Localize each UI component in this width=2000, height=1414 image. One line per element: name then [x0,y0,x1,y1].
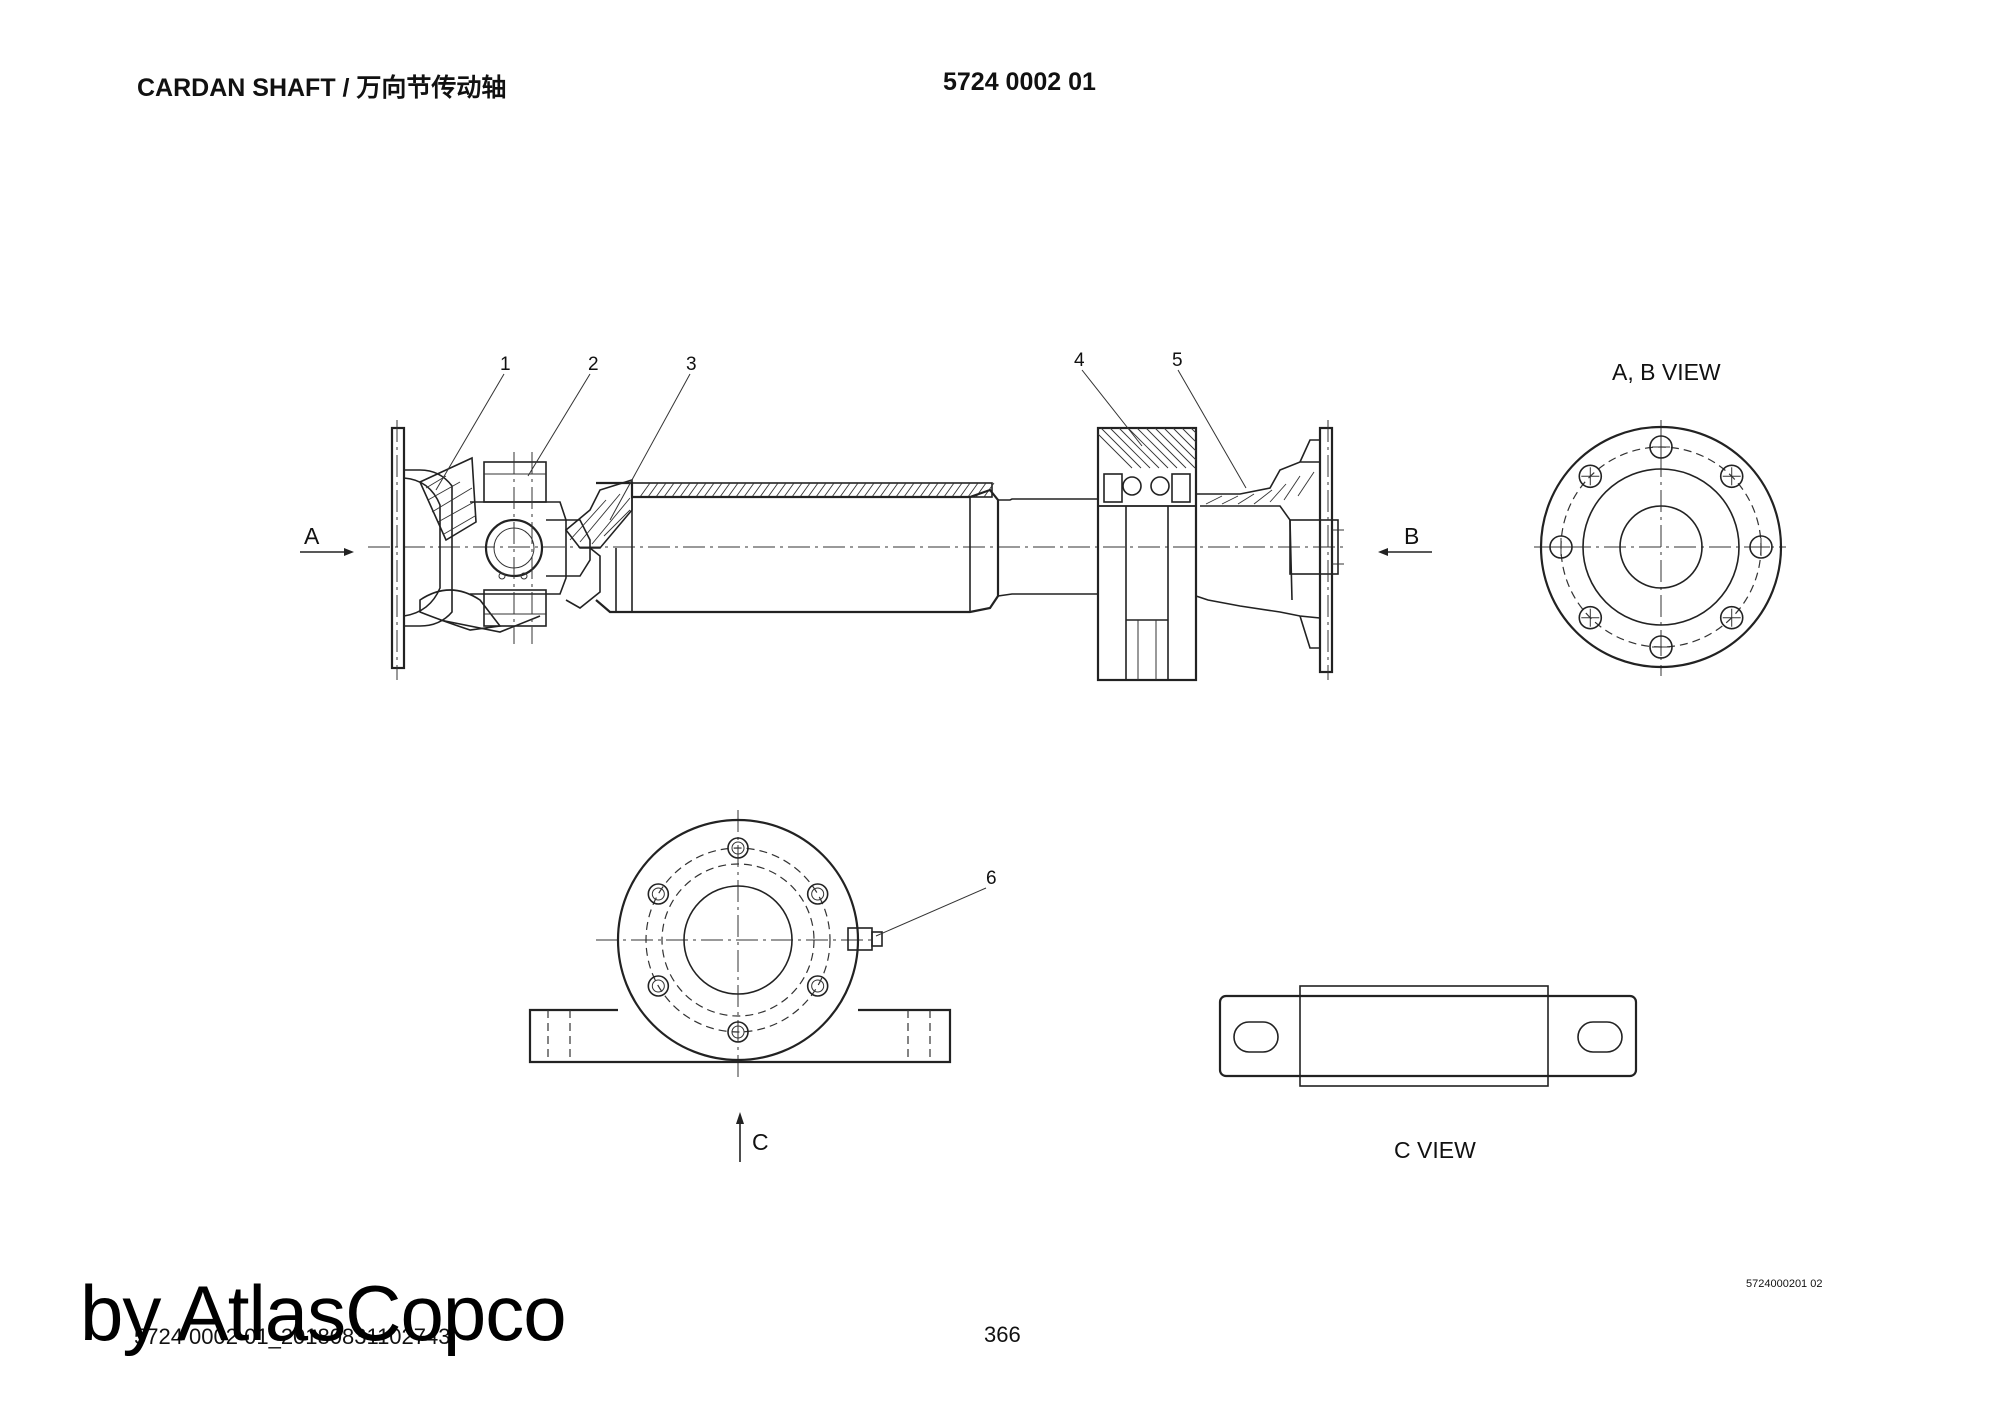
arrow-b [1378,548,1432,556]
footer-file-name: 5724 0002 01_20180831102743 [134,1324,451,1349]
arrow-a [300,548,354,556]
callouts-main: 1 2 3 4 5 [435,350,1247,521]
callout-3: 3 [686,354,697,375]
drawing-title: CARDAN SHAFT / 万向节传动轴 [137,74,507,102]
center-bearing-housing-part-4 [1096,426,1198,682]
part-number: 5724 0002 01 [943,68,1096,96]
shaft-side-view: A B [300,420,1432,682]
main-tube [595,481,1000,614]
grease-nipple-part-6 [847,927,873,951]
watermark: by AtlasCopco [80,1269,567,1357]
flange-nut [1289,519,1339,575]
yoke-left-part-1 [418,456,477,542]
ab-view-flange [1534,420,1786,676]
c-view-base [1218,985,1638,1087]
arrow-b-label: B [1404,523,1419,549]
callout-2: 2 [588,354,599,375]
ab-view-label: A, B VIEW [1612,359,1721,385]
document-reference: 5724000201 02 [1746,1278,1823,1290]
right-flange [1318,426,1334,674]
arrow-a-label: A [304,523,320,549]
bearing-cap-top-part-2 [483,461,547,503]
output-shaft-part-5 [1195,461,1321,619]
slip-yoke-part-3 [564,478,633,549]
left-flange [390,426,406,670]
bearing-front-view: 6 C [528,810,997,1162]
callout-5: 5 [1172,350,1183,371]
callout-1: 1 [500,354,511,375]
callout-4: 4 [1074,350,1085,371]
bearing-base [528,1008,952,1064]
callout-6: 6 [986,868,997,889]
arrow-c-label: C [752,1129,769,1155]
c-view-label: C VIEW [1394,1137,1476,1163]
page-number: 366 [984,1322,1021,1347]
